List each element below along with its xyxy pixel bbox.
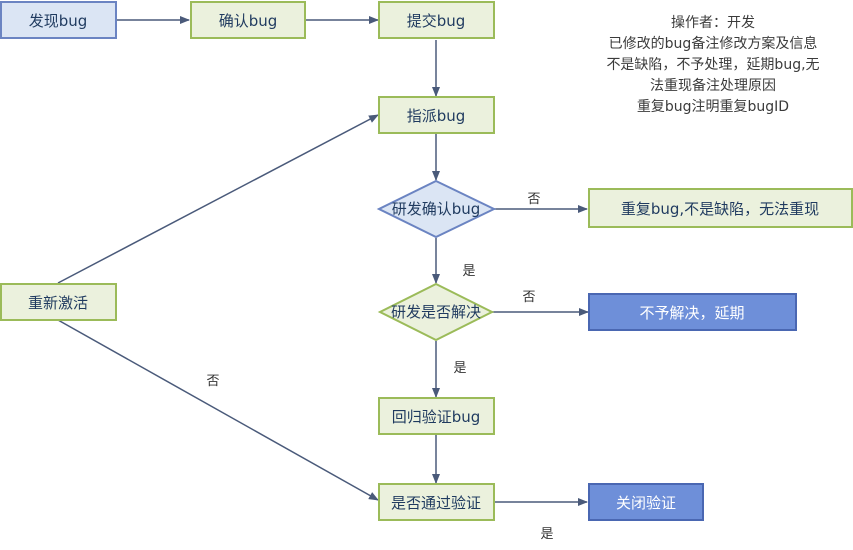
node-close-label: 关闭验证	[616, 494, 676, 512]
edge-reactivate-pass	[57, 319, 379, 501]
node-assign: 指派bug	[378, 96, 495, 134]
edges	[57, 16, 589, 506]
note-line-3: 不是缺陷，不予处理，延期bug,无	[606, 57, 819, 73]
node-close: 关闭验证	[588, 483, 704, 521]
node-submit-label: 提交bug	[407, 12, 466, 30]
edge-label-yes-1: 是	[462, 264, 475, 279]
node-reactivate: 重新激活	[0, 283, 117, 321]
node-reactivate-label: 重新激活	[28, 294, 88, 312]
edge-label-yes-2: 是	[453, 361, 466, 376]
edge-label-no-2: 否	[522, 290, 535, 305]
node-duplicate: 重复bug,不是缺陷，无法重现	[588, 188, 853, 228]
node-dev-confirm-label: 研发确认bug	[392, 200, 481, 218]
node-not-resolve: 不予解决，延期	[588, 293, 797, 331]
node-discover: 发现bug	[0, 1, 117, 39]
node-discover-label: 发现bug	[29, 12, 88, 30]
node-pass: 是否通过验证	[378, 483, 495, 521]
note-line-2: 已修改的bug备注修改方案及信息	[609, 35, 818, 52]
node-confirm-label: 确认bug	[219, 12, 278, 30]
node-regression: 回归验证bug	[378, 397, 495, 435]
node-pass-label: 是否通过验证	[391, 494, 481, 512]
node-dev-resolve-label: 研发是否解决	[391, 303, 481, 321]
edge-label-yes-3: 是	[540, 527, 553, 542]
edge-label-no-3: 否	[206, 374, 219, 389]
node-duplicate-label: 重复bug,不是缺陷，无法重现	[621, 200, 819, 218]
node-dev-resolve: 研发是否解决	[377, 282, 495, 342]
operator-note: 操作者：开发 已修改的bug备注修改方案及信息 不是缺陷，不予处理，延期bug,…	[606, 15, 819, 115]
node-dev-confirm: 研发确认bug	[376, 179, 497, 239]
edge-label-no-1: 否	[527, 192, 540, 207]
note-line-1: 操作者：开发	[671, 15, 755, 31]
node-regression-label: 回归验证bug	[392, 408, 481, 426]
node-confirm: 确认bug	[190, 1, 306, 39]
node-not-resolve-label: 不予解决，延期	[639, 304, 744, 322]
note-line-4: 法重现备注处理原因	[650, 77, 776, 94]
note-line-5: 重复bug注明重复bugID	[637, 98, 789, 115]
node-assign-label: 指派bug	[407, 107, 466, 125]
node-submit: 提交bug	[378, 1, 495, 39]
edge-reactivate-assign	[57, 114, 379, 284]
